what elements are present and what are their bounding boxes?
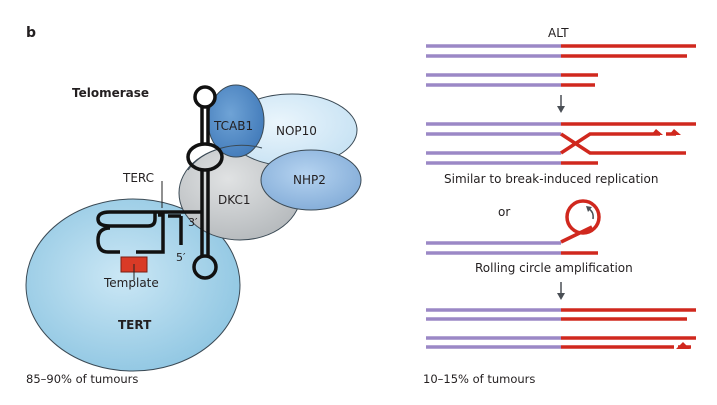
alt-final-chromosomes [426, 308, 696, 349]
primer-triangle [669, 129, 681, 135]
panel-label: b [26, 25, 36, 41]
or-label: or [498, 205, 510, 219]
terc-label: TERC [122, 171, 154, 185]
template-label: Template [103, 276, 159, 290]
alt-diagram: ALT Similar to break-induced replication [423, 26, 696, 386]
primer-triangle [651, 129, 663, 135]
telomeric-circle [565, 199, 601, 235]
terc-rna [96, 85, 224, 280]
curved-arrow-icon [586, 206, 594, 220]
three-prime-label: 3′ [188, 216, 198, 229]
terc-top-loop [193, 85, 217, 109]
telomerase-caption: 85–90% of tumours [26, 372, 138, 386]
alt-rolling-circle [426, 199, 601, 255]
primer-triangle [676, 342, 690, 349]
alt-bir-chromosomes [426, 122, 696, 165]
tert-protein [25, 198, 241, 372]
alt-caption: 10–15% of tumours [423, 372, 535, 386]
nhp2-protein [260, 149, 362, 211]
alt-title: ALT [548, 26, 569, 40]
tcab1-label: TCAB1 [213, 119, 253, 133]
dkc1-label: DKC1 [218, 193, 250, 207]
five-prime-label: 5′ [176, 251, 186, 264]
bir-label: Similar to break-induced replication [444, 172, 658, 186]
alt-initial-chromosomes [426, 44, 696, 87]
terc-bottom-loop [192, 254, 218, 280]
tert-label: TERT [118, 318, 152, 332]
down-arrow-icon [557, 282, 565, 300]
telomerase-diagram: Telomerase [25, 84, 362, 386]
telomerase-title: Telomerase [72, 86, 149, 100]
nop10-label: NOP10 [276, 124, 317, 138]
terc-middle-loop [186, 142, 224, 172]
down-arrow-icon [557, 95, 565, 113]
nhp2-label: NHP2 [293, 173, 326, 187]
rolling-circle-label: Rolling circle amplification [475, 261, 633, 275]
